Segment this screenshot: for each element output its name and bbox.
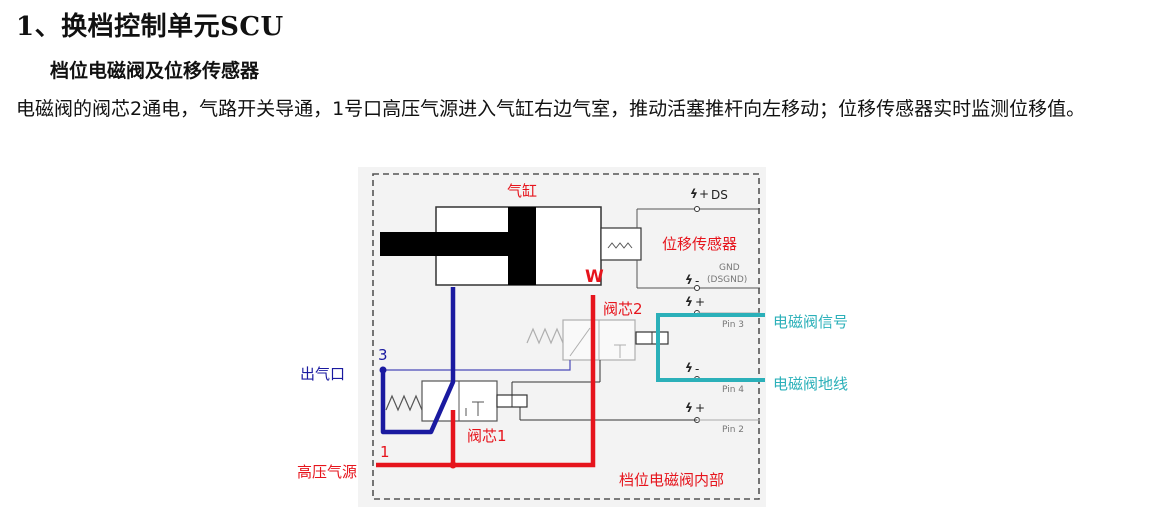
piston-head: [508, 207, 536, 285]
svg-text:ϟ: ϟ: [685, 401, 693, 415]
svg-text:GND: GND: [719, 263, 740, 273]
port-1-label: 1: [380, 443, 390, 461]
inlet-marker: W: [585, 267, 604, 287]
valve-boundary: [372, 173, 760, 500]
svg-text:(DSGND): (DSGND): [707, 275, 747, 285]
terminal-dsgnd: ϟ - GND (DSGND): [685, 263, 747, 291]
valve-2: [526, 319, 636, 361]
svg-text:ϟ: ϟ: [685, 295, 693, 309]
description-text: 电磁阀的阀芯2通电，气路开关导通，1号口高压气源进入气缸右边气室，推动活塞推杆向…: [16, 98, 1086, 120]
solenoid-ground-label: 电磁阀地线: [773, 375, 848, 393]
svg-text:Pin 4: Pin 4: [722, 385, 744, 395]
svg-text:-: -: [695, 362, 699, 376]
svg-text:-: -: [695, 274, 699, 288]
valve-core-1-label: 阀芯1: [467, 427, 507, 445]
page-subtitle: 档位电磁阀及位移传感器: [50, 60, 260, 82]
svg-text:ϟ: ϟ: [685, 273, 693, 287]
exhaust-path: [380, 287, 456, 435]
svg-text:+: +: [699, 187, 709, 201]
valve-1: [385, 380, 498, 422]
exhaust-pilot-line: [383, 360, 571, 371]
svg-text:+: +: [695, 401, 705, 415]
port-3-label: 3: [378, 346, 388, 364]
svg-text:DS: DS: [711, 188, 728, 202]
valve-core-2-label: 阀芯2: [603, 300, 643, 318]
svg-text:ϟ: ϟ: [690, 187, 698, 201]
sensor-coil: [607, 242, 633, 249]
page-title: 1、换档控制单元SCU: [16, 12, 284, 42]
port-3-dot: [379, 366, 387, 374]
svg-text:+: +: [695, 295, 705, 309]
svg-text:ϟ: ϟ: [685, 361, 693, 375]
cylinder-label: 气缸: [507, 182, 537, 200]
air-outlet-label: 出气口: [300, 365, 345, 383]
high-pressure-label: 高压气源: [297, 463, 357, 481]
sensor-label: 位移传感器: [662, 235, 737, 253]
terminal-ds: ϟ + DS: [690, 187, 728, 212]
svg-text:Pin 3: Pin 3: [722, 320, 744, 330]
piston-rod: [380, 232, 510, 256]
valve-internal-label: 档位电磁阀内部: [619, 471, 724, 489]
terminal-pin2: ϟ + Pin 2: [685, 401, 744, 435]
signal-lines: [656, 313, 765, 382]
pressure-path: [376, 295, 596, 468]
solenoid-signal-label: 电磁阀信号: [773, 313, 848, 331]
svg-text:Pin 2: Pin 2: [722, 425, 744, 435]
